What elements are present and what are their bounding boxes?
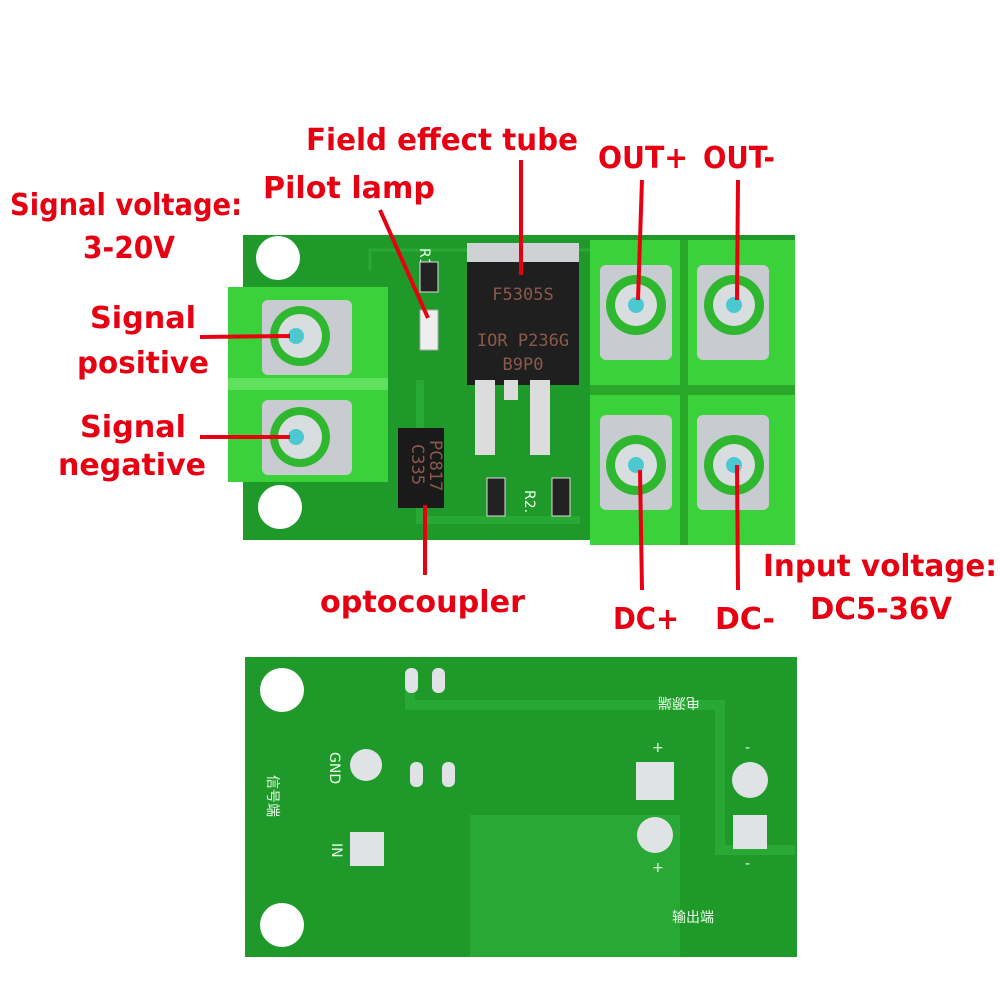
silk-gnd: GND (326, 752, 342, 784)
mosfet-chip: F5305S IOR P236G B9P0 (467, 243, 579, 455)
mosfet-marking-2: IOR P236G (477, 331, 569, 351)
label-field-effect-tube: Field effect tube (306, 123, 578, 158)
signal-terminal-block (228, 287, 388, 482)
resistor-r3 (551, 477, 571, 517)
silk-power-label: 电源端 (658, 694, 700, 710)
label-signal-negative: Signal (80, 410, 186, 445)
silk-plus: + (652, 740, 664, 756)
label-out-plus: OUT+ (598, 141, 688, 176)
arrow-pilot-lamp (378, 209, 430, 319)
label-input-voltage: Input voltage: (763, 549, 997, 584)
label-out-minus: OUT- (703, 141, 775, 176)
resistor-r2 (486, 477, 506, 517)
mount-hole (258, 485, 302, 529)
silk-signal-label: 信号端 (264, 775, 280, 817)
mount-hole (260, 668, 304, 712)
label-signal-positive: positive (77, 346, 209, 381)
arrow-out-minus (735, 179, 740, 301)
arrow-out-plus (636, 179, 644, 301)
silk-plus: + (652, 860, 664, 876)
silk-output-label: 输出端 (672, 910, 714, 926)
label-signal-voltage: Signal voltage: (10, 188, 242, 223)
optocoupler-chip: PC817 C335 (398, 428, 445, 508)
label-input-voltage-range: DC5-36V (810, 592, 953, 627)
mount-hole (260, 903, 304, 947)
opto-marking-1: PC817 (425, 440, 445, 491)
output-terminal-block (590, 240, 795, 545)
silk-minus: - (745, 740, 750, 756)
label-optocoupler: optocoupler (320, 585, 525, 620)
arrow-signal-positive (199, 334, 291, 339)
label-dc-plus: DC+ (613, 602, 679, 637)
arrow-dc-minus (735, 464, 740, 591)
annotation-arrows (199, 160, 740, 591)
label-signal-negative: negative (58, 448, 206, 483)
arrow-dc-plus (638, 469, 644, 591)
pcb-back: 电源端 信号端 输出端 GND IN + + - - (245, 657, 797, 957)
label-dc-minus: DC- (715, 602, 775, 637)
pilot-led (419, 309, 439, 351)
label-signal-voltage-range: 3-20V (83, 231, 176, 266)
silk-in: IN (328, 843, 344, 858)
silk-r2: R2. (521, 490, 537, 513)
label-signal-positive: Signal (90, 301, 196, 336)
silk-minus: - (745, 856, 750, 872)
resistor-r1 (419, 261, 439, 293)
mosfet-marking-3: B9P0 (503, 355, 544, 375)
opto-marking-2: C335 (407, 444, 427, 485)
annotation-labels: Field effect tube Pilot lamp Signal volt… (10, 123, 997, 637)
pcb-front: R1 F5305S IOR P236G B9P0 PC817 C335 R2. (228, 235, 795, 545)
mount-hole (256, 236, 300, 280)
mosfet-marking-1: F5305S (492, 285, 553, 305)
label-pilot-lamp: Pilot lamp (263, 171, 435, 206)
